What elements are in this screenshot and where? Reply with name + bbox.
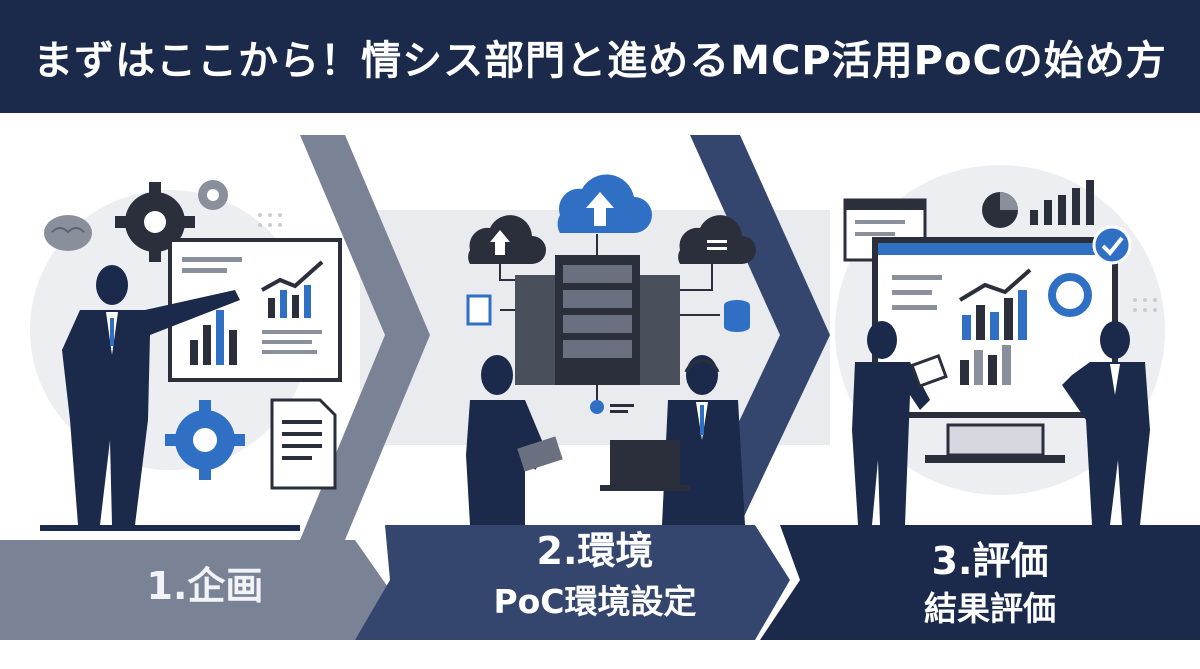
page-title: まずはここから！情シス部門と進めるMCP活用PoCの始め方 bbox=[33, 37, 1167, 84]
step3-illustration bbox=[843, 180, 1150, 525]
database-icon bbox=[724, 300, 750, 332]
cloud-list-icon bbox=[678, 215, 756, 264]
process-illustration bbox=[0, 135, 1200, 640]
left-man-figure bbox=[852, 321, 948, 525]
file-icon bbox=[466, 294, 492, 326]
gear-icon bbox=[115, 182, 195, 262]
step1-arrow bbox=[0, 135, 430, 640]
brain-icon bbox=[44, 215, 92, 251]
step2-label: 2.環境 bbox=[536, 529, 654, 573]
step3-arrow bbox=[760, 525, 1200, 640]
mini-bar-icon bbox=[1030, 180, 1094, 225]
dot-pattern bbox=[258, 213, 1157, 312]
step3-sublabel: 結果評価 bbox=[924, 589, 1056, 628]
step2-arrow bbox=[355, 135, 830, 640]
document-icon bbox=[270, 398, 337, 490]
check-badge-icon bbox=[1092, 225, 1132, 265]
man-headset-figure bbox=[600, 355, 745, 525]
woman-figure bbox=[466, 355, 563, 525]
right-man-figure bbox=[1062, 321, 1150, 525]
presentation-board bbox=[168, 238, 342, 382]
small-gear-icon bbox=[198, 180, 228, 210]
step2-sublabel: PoC環境設定 bbox=[493, 582, 697, 621]
pie-chart-icon bbox=[982, 192, 1018, 228]
title-bar: まずはここから！情シス部門と進めるMCP活用PoCの始め方 bbox=[0, 0, 1200, 113]
presenter-figure bbox=[62, 265, 240, 525]
cloud-main-upload-icon bbox=[557, 174, 652, 233]
server-rack bbox=[515, 255, 680, 385]
step1-label: 1.企画 bbox=[146, 564, 264, 608]
blue-gear-icon bbox=[165, 400, 245, 480]
connector-lines bbox=[499, 234, 720, 400]
step1-illustration bbox=[40, 180, 342, 531]
step2-illustration bbox=[466, 174, 756, 525]
cloud-upload-icon bbox=[468, 215, 546, 264]
step3-label: 3.評価 bbox=[931, 539, 1049, 583]
network-node-icon bbox=[590, 400, 634, 414]
